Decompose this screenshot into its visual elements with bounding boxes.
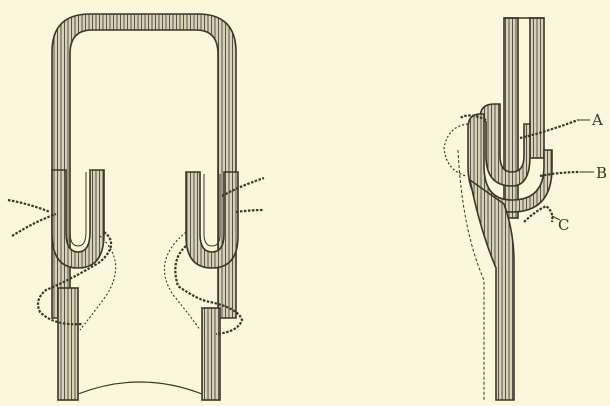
upper-vessel-loop (52, 14, 236, 318)
right-lower-vessel (470, 180, 514, 400)
label-c: C (558, 216, 569, 234)
label-a: A (591, 111, 603, 129)
right-folded-cuff (186, 172, 238, 268)
right-upper-vessel-outer (504, 18, 518, 218)
left-diagram (8, 14, 264, 400)
outer-contour-dotted (444, 124, 468, 176)
lower-left-vessel-wall (58, 288, 78, 400)
lower-vessel-lumen-edge (78, 382, 202, 394)
lower-right-vessel-wall (202, 308, 220, 400)
left-folded-cuff (52, 170, 104, 268)
label-b: B (596, 164, 607, 182)
right-diagram (444, 18, 594, 400)
